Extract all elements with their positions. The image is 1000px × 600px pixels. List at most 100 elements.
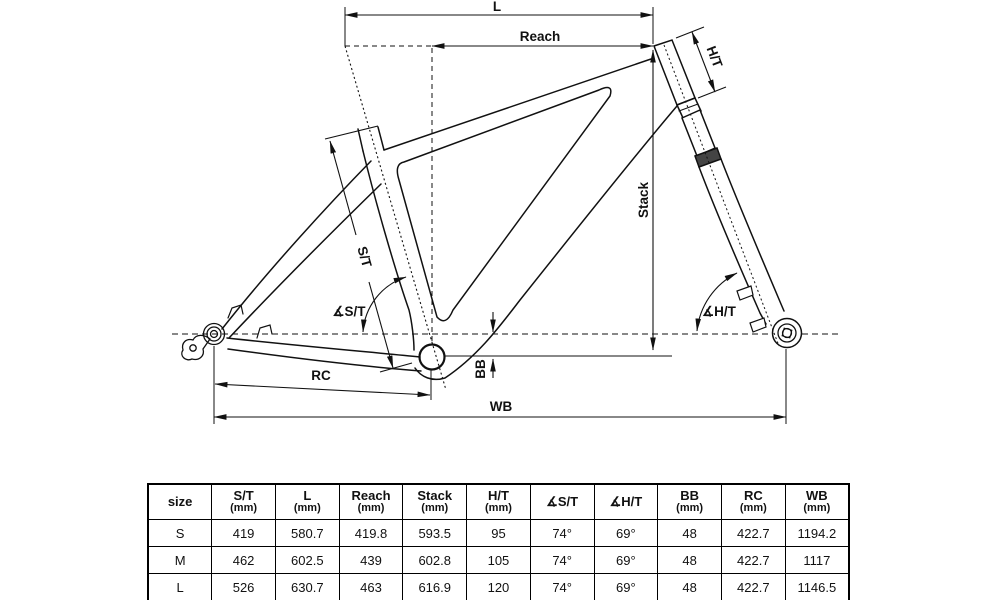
chain-stay-upper bbox=[226, 337, 421, 358]
label-stack: Stack bbox=[636, 181, 651, 218]
front-axle-mid bbox=[777, 323, 797, 343]
seat-collar-right bbox=[377, 126, 385, 151]
top-tube-upper-edge bbox=[383, 58, 652, 151]
fork-mount-tab-1 bbox=[736, 285, 754, 301]
label-head-tube-angle: ∡H/T bbox=[702, 304, 737, 319]
col-header-l: L(mm) bbox=[274, 483, 340, 520]
col-header-rc: RC(mm) bbox=[720, 483, 786, 520]
col-header-bb: BB(mm) bbox=[657, 483, 722, 520]
table-row-size-s: S 419 580.7 419.8 593.5 95 74° 69° 48 42… bbox=[147, 519, 850, 547]
dimensions: L Reach H/T Stack S/T bbox=[213, 0, 787, 420]
label-head-tube: H/T bbox=[704, 44, 726, 70]
seat-stay-upper bbox=[221, 160, 372, 330]
cell-ht-angle: 69° bbox=[593, 573, 659, 600]
front-triangle-window bbox=[396, 86, 612, 322]
label-bb-drop: BB bbox=[473, 359, 488, 379]
frame-geometry-diagram: L Reach H/T Stack S/T bbox=[172, 0, 842, 424]
label-reach: Reach bbox=[520, 29, 561, 44]
cell-stack: 593.5 bbox=[402, 519, 468, 547]
st-top-tick bbox=[324, 125, 379, 140]
steering-axis-line bbox=[663, 44, 780, 347]
header-row: size S/T(mm) L(mm) Reach(mm) Stack(mm) H… bbox=[147, 483, 850, 520]
seat-stay-lower bbox=[228, 183, 382, 339]
cell-rc: 422.7 bbox=[720, 546, 786, 574]
front-dropout bbox=[771, 317, 803, 349]
table-row-size-m: M 462 602.5 439 602.8 105 74° 69° 48 422… bbox=[147, 546, 850, 574]
cell-bb: 48 bbox=[657, 519, 722, 547]
label-rear-center: RC bbox=[311, 368, 331, 383]
cell-ht-angle: 69° bbox=[593, 546, 659, 574]
cell-size: S bbox=[147, 519, 213, 547]
col-header-st-angle: ∡S/T bbox=[529, 483, 595, 520]
dim-top-length: L bbox=[344, 0, 654, 18]
dim-wheelbase: WB bbox=[213, 399, 787, 420]
fork-leg-left-edge bbox=[698, 166, 767, 325]
cell-st-angle: 74° bbox=[529, 546, 595, 574]
cell-l: 580.7 bbox=[274, 519, 340, 547]
spacer-split-line bbox=[678, 103, 699, 112]
label-seat-tube: S/T bbox=[354, 245, 374, 270]
col-header-stack: Stack(mm) bbox=[402, 483, 468, 520]
col-header-wb: WB(mm) bbox=[784, 483, 850, 520]
cell-l: 602.5 bbox=[274, 546, 340, 574]
dim-head-tube-angle: ∡H/T bbox=[695, 272, 738, 332]
cell-ht: 95 bbox=[466, 519, 531, 547]
brake-mount-tab-1 bbox=[227, 304, 244, 319]
dim-rear-center: RC bbox=[214, 368, 431, 398]
frame bbox=[221, 39, 696, 381]
fork bbox=[675, 97, 803, 349]
seat-collar-left bbox=[357, 128, 364, 152]
rear-axle-inner bbox=[209, 329, 219, 339]
label-top-length: L bbox=[493, 0, 501, 14]
cell-wb: 1146.5 bbox=[784, 573, 850, 600]
construction-lines bbox=[172, 7, 842, 424]
front-axle-nut bbox=[781, 327, 793, 339]
st-bottom-tick bbox=[379, 362, 413, 373]
rear-axle-mid bbox=[206, 326, 222, 342]
dim-reach: Reach bbox=[431, 29, 654, 49]
cell-st-angle: 74° bbox=[529, 573, 595, 600]
bottom-bracket-circle bbox=[418, 343, 446, 371]
geometry-table: size S/T(mm) L(mm) Reach(mm) Stack(mm) H… bbox=[147, 483, 850, 600]
label-wheelbase: WB bbox=[490, 399, 513, 414]
cell-reach: 439 bbox=[338, 546, 404, 574]
label-seat-tube-angle: ∡S/T bbox=[332, 304, 366, 319]
cell-stack: 616.9 bbox=[402, 573, 468, 600]
chain-stay-lower bbox=[227, 348, 422, 372]
brake-mount-tab-2 bbox=[256, 324, 273, 339]
cell-reach: 419.8 bbox=[338, 519, 404, 547]
col-header-ht: H/T(mm) bbox=[466, 483, 531, 520]
axles bbox=[181, 44, 797, 361]
cell-rc: 422.7 bbox=[720, 573, 786, 600]
col-header-size: size bbox=[147, 483, 213, 520]
cell-ht: 105 bbox=[466, 546, 531, 574]
dim-seat-tube-angle: ∡S/T bbox=[332, 276, 407, 333]
cell-size: M bbox=[147, 546, 213, 574]
cell-bb: 48 bbox=[657, 546, 722, 574]
derailleur-pulley bbox=[189, 344, 197, 352]
cell-wb: 1194.2 bbox=[784, 519, 850, 547]
col-header-ht-angle: ∡H/T bbox=[593, 483, 659, 520]
col-header-st: S/T(mm) bbox=[211, 483, 276, 520]
cell-bb: 48 bbox=[657, 573, 722, 600]
cell-ht-angle: 69° bbox=[593, 519, 659, 547]
table-row-size-l: L 526 630.7 463 616.9 120 74° 69° 48 422… bbox=[147, 573, 850, 600]
down-tube-outer-edge bbox=[414, 105, 678, 381]
cell-reach: 463 bbox=[338, 573, 404, 600]
rear-derailleur bbox=[181, 334, 211, 361]
rear-axle-outer bbox=[202, 322, 226, 346]
fork-crown bbox=[681, 108, 716, 158]
dim-seat-tube: S/T bbox=[329, 140, 394, 369]
fork-leg-right-edge bbox=[720, 158, 785, 312]
dim-bb-drop: BB bbox=[473, 312, 496, 379]
dim-stack: Stack bbox=[636, 49, 656, 351]
col-header-reach: Reach(mm) bbox=[338, 483, 404, 520]
cell-st: 419 bbox=[211, 519, 276, 547]
cell-st-angle: 74° bbox=[529, 519, 595, 547]
cell-l: 630.7 bbox=[274, 573, 340, 600]
cell-rc: 422.7 bbox=[720, 519, 786, 547]
seatpost-axis-line bbox=[344, 45, 447, 391]
cell-st: 462 bbox=[211, 546, 276, 574]
cell-st: 526 bbox=[211, 573, 276, 600]
